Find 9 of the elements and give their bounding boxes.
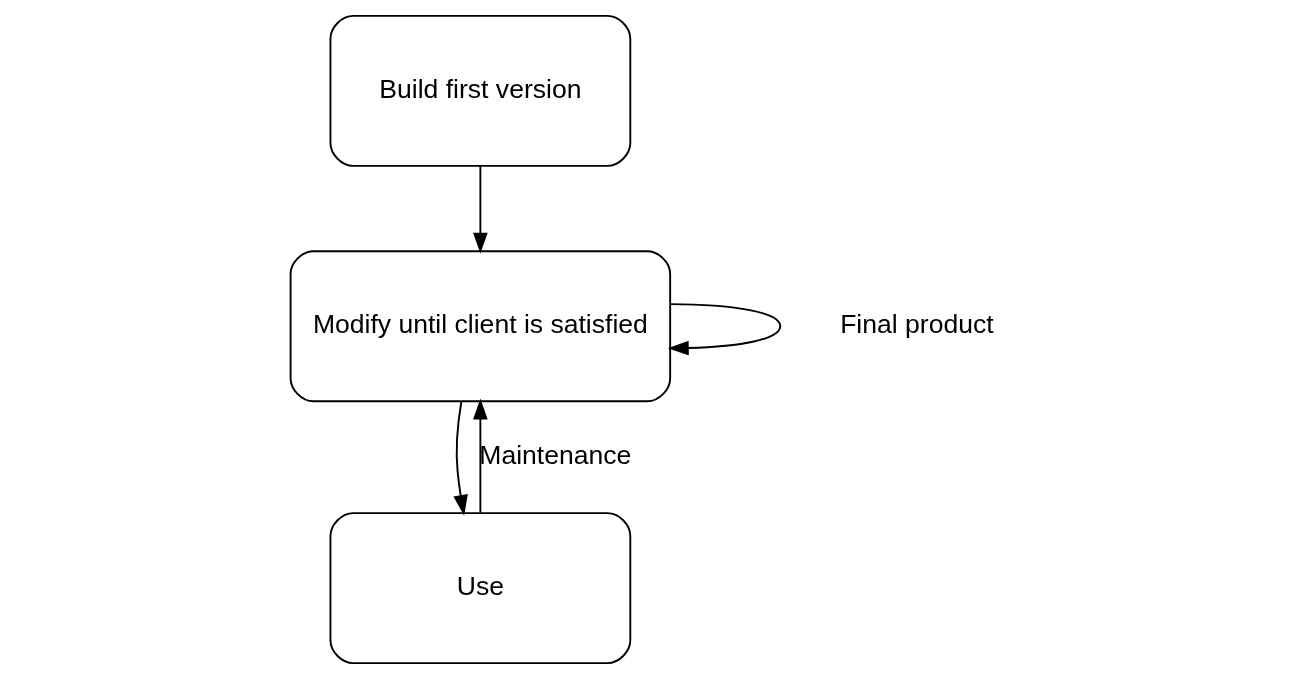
arrow — [453, 400, 468, 516]
label: Final product — [840, 309, 994, 340]
node-box: Build first version — [329, 14, 632, 167]
arrow — [667, 303, 782, 356]
arrow — [473, 398, 488, 514]
node-box: Use — [329, 512, 632, 665]
arrow — [473, 165, 488, 254]
node-box: Modify until client is satisfied — [289, 250, 672, 403]
edge-label: Maintenance — [479, 440, 632, 471]
